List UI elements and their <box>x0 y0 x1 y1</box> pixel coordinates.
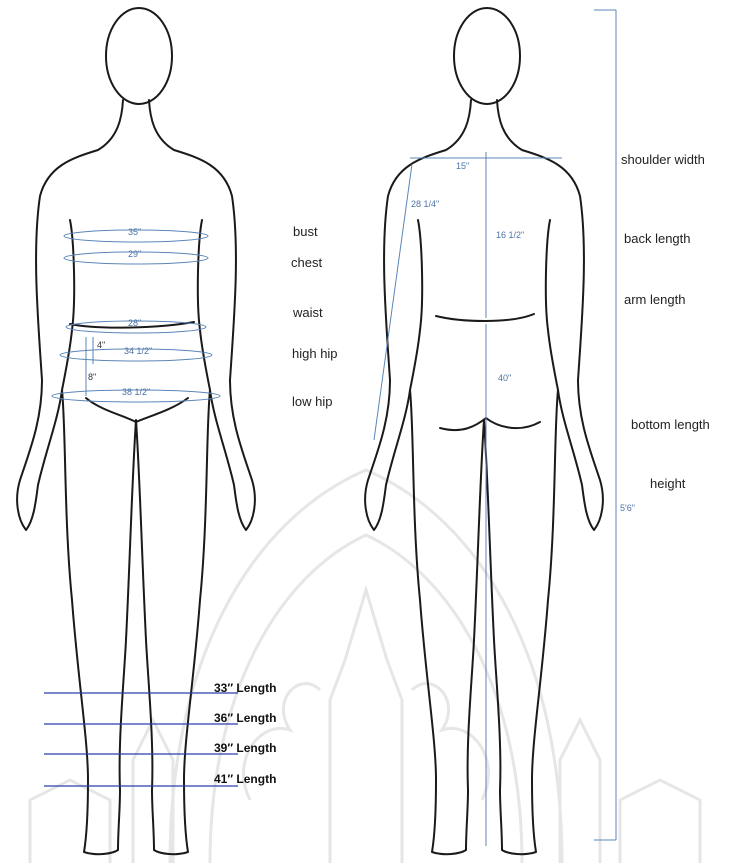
back-head <box>454 8 520 104</box>
low-hip-label: low hip <box>292 394 332 409</box>
waist-value: 28" <box>128 318 141 328</box>
front-head <box>106 8 172 104</box>
front-figure <box>17 8 255 854</box>
waist-to-low-hip-value: 8" <box>88 372 96 382</box>
front-right-arm-inner <box>198 220 210 390</box>
back-measure-values: 15" 28 1/4" 16 1/2" 40" 5'6" <box>411 161 635 513</box>
height-value: 5'6" <box>620 503 635 513</box>
arm-length-line <box>374 164 412 440</box>
waist-to-high-hip-value: 4" <box>97 340 105 350</box>
arm-length-label: arm length <box>624 292 685 307</box>
bust-value: 35" <box>128 227 141 237</box>
shoulder-width-value: 15" <box>456 161 469 171</box>
back-waistline <box>436 314 534 321</box>
front-left-arm-inner <box>62 220 74 390</box>
back-buttock-line <box>440 418 540 430</box>
front-labels: bust chest waist high hip low hip <box>291 224 338 409</box>
height-label: height <box>650 476 686 491</box>
hem-label-33: 33″ Length <box>214 681 276 695</box>
hem-label-41: 41″ Length <box>214 772 276 786</box>
hem-label-39: 39″ Length <box>214 741 276 755</box>
high-hip-value: 34 1/2" <box>124 346 152 356</box>
bottom-length-value: 40" <box>498 373 511 383</box>
back-left-arm-inner <box>410 220 422 390</box>
bottom-length-label: bottom length <box>631 417 710 432</box>
back-length-label: back length <box>624 231 691 246</box>
back-labels: shoulder width back length arm length bo… <box>621 152 710 491</box>
bust-label: bust <box>293 224 318 239</box>
high-hip-label: high hip <box>292 346 338 361</box>
hem-label-36: 36″ Length <box>214 711 276 725</box>
chest-label: chest <box>291 255 322 270</box>
low-hip-value: 38 1/2" <box>122 387 150 397</box>
waist-label: waist <box>292 305 323 320</box>
chest-value: 29" <box>128 249 141 259</box>
arm-length-value: 28 1/4" <box>411 199 439 209</box>
back-right-arm-inner <box>546 220 558 390</box>
shoulder-width-label: shoulder width <box>621 152 705 167</box>
back-length-value: 16 1/2" <box>496 230 524 240</box>
